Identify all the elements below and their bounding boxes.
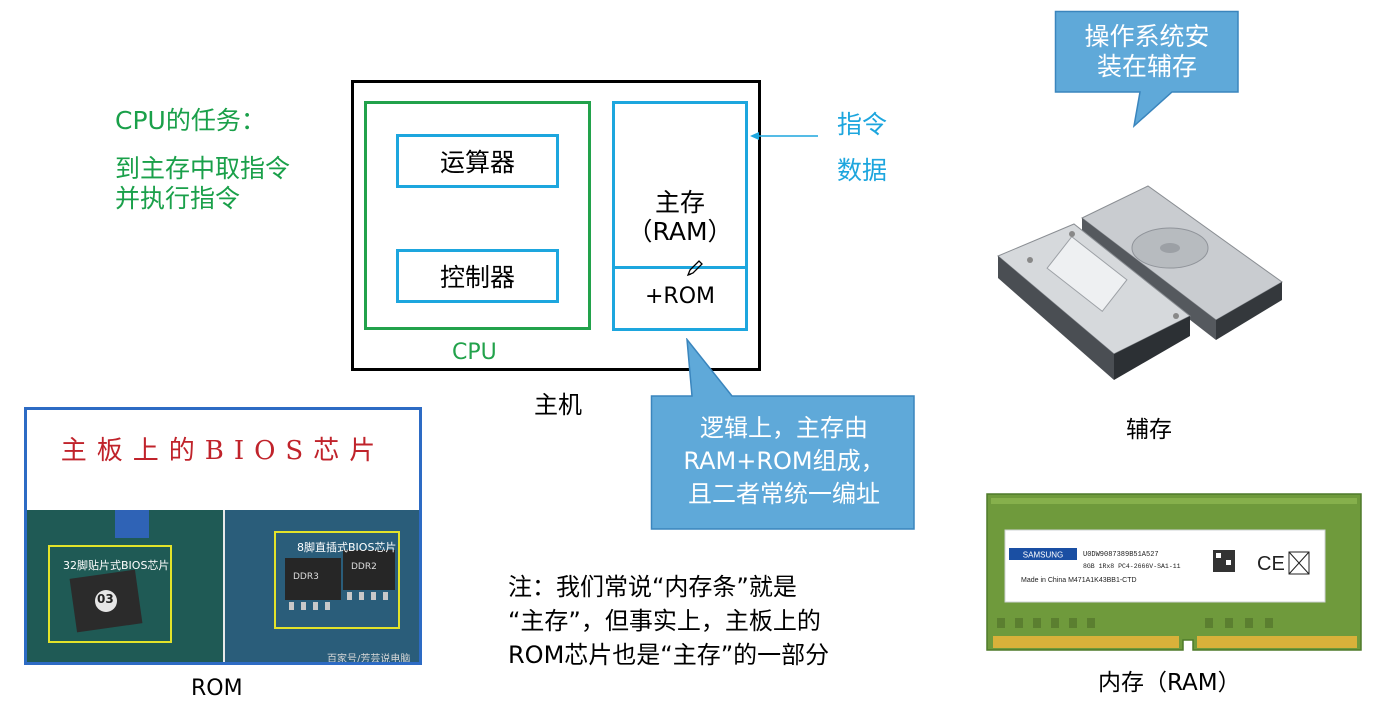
main-memory-box <box>612 101 748 331</box>
note-line2: “主存”，但事实上，主板上的 <box>508 607 821 635</box>
rom-section-label: +ROM <box>644 284 716 309</box>
note-line1: 注：我们常说“内存条”就是 <box>508 573 797 601</box>
chip2-mark1: DDR3 <box>293 572 319 582</box>
chip2-mark2: DDR2 <box>351 562 377 572</box>
bios-photo-panel: 主板上的BIOS芯片 32脚贴片式BIOS芯片 03 8脚直插式BIOS芯片 D… <box>24 407 422 665</box>
pen-icon <box>686 260 703 277</box>
control-unit-label: 控制器 <box>439 263 515 292</box>
cpu-box <box>364 101 591 330</box>
memory-divider <box>612 266 748 269</box>
input-arrow <box>750 132 818 140</box>
logic-callout-line3: 且二者常统一编址 <box>688 480 880 508</box>
alu-box: 运算器 <box>396 134 559 188</box>
bios-photo-title: 主板上的BIOS芯片 <box>60 436 386 466</box>
control-unit-box: 控制器 <box>396 249 559 303</box>
note-line3: ROM芯片也是“主存”的一部分 <box>508 641 830 669</box>
ram-stick-image: SAMSUNG U0DW9087389B51A527 8GB 1Rx8 PC4-… <box>986 493 1362 651</box>
os-callout-line1: 操作系统安 <box>1084 22 1210 51</box>
hard-drives-image <box>997 185 1283 380</box>
bios-chips-image <box>27 510 419 662</box>
logic-callout-text: 逻辑上，主存由 RAM+ROM组成， 且二者常统一编址 <box>652 412 916 511</box>
logic-callout-shape <box>650 338 915 530</box>
secondary-storage-caption: 辅存 <box>1126 417 1172 443</box>
main-memory-line1: 主存 <box>654 188 705 217</box>
photo-watermark: 百家号/芳芸说电脑 <box>327 654 411 665</box>
os-callout-text: 操作系统安 装在辅存 <box>1056 22 1238 82</box>
alu-label: 运算器 <box>439 148 515 177</box>
data-label: 数据 <box>837 156 888 185</box>
ram-caption: 内存（RAM） <box>1098 670 1241 696</box>
cpu-task-title: CPU的任务： <box>115 106 266 135</box>
os-callout-line2: 装在辅存 <box>1096 52 1197 81</box>
chip1-label: 32脚贴片式BIOS芯片 <box>63 559 170 572</box>
host-label: 主机 <box>534 391 582 419</box>
main-memory-label: 主存 （RAM） <box>612 188 748 246</box>
note-text: 注：我们常说“内存条”就是 “主存”，但事实上，主板上的 ROM芯片也是“主存”… <box>508 570 829 672</box>
svg-text:CE: CE <box>1257 553 1285 575</box>
ram-brand: SAMSUNG <box>1023 551 1063 560</box>
cpu-label: CPU <box>452 340 497 365</box>
chip2-label: 8脚直插式BIOS芯片 <box>297 541 397 554</box>
os-callout-shape <box>1054 10 1239 128</box>
main-memory-line2: （RAM） <box>627 217 733 246</box>
chip1-mark: 03 <box>97 592 114 606</box>
ram-line1: U0DW9087389B51A527 <box>1083 551 1159 559</box>
memory-inputs: 指令 数据 <box>837 102 887 194</box>
ram-line2: 8GB 1Rx8 PC4-2666V-SA1-11 <box>1083 563 1181 570</box>
ram-line3: Made in China M471A1K43BB1-CTD <box>1021 577 1137 584</box>
host-box <box>351 80 761 371</box>
cpu-task-line1: 到主存中取指令 <box>115 154 291 183</box>
rom-caption: ROM <box>191 676 243 701</box>
instructions-label: 指令 <box>837 110 888 139</box>
cpu-task-line2: 并执行指令 <box>115 184 241 213</box>
logic-callout-line1: 逻辑上，主存由 <box>700 414 868 442</box>
logic-callout-line2: RAM+ROM组成， <box>683 447 885 475</box>
